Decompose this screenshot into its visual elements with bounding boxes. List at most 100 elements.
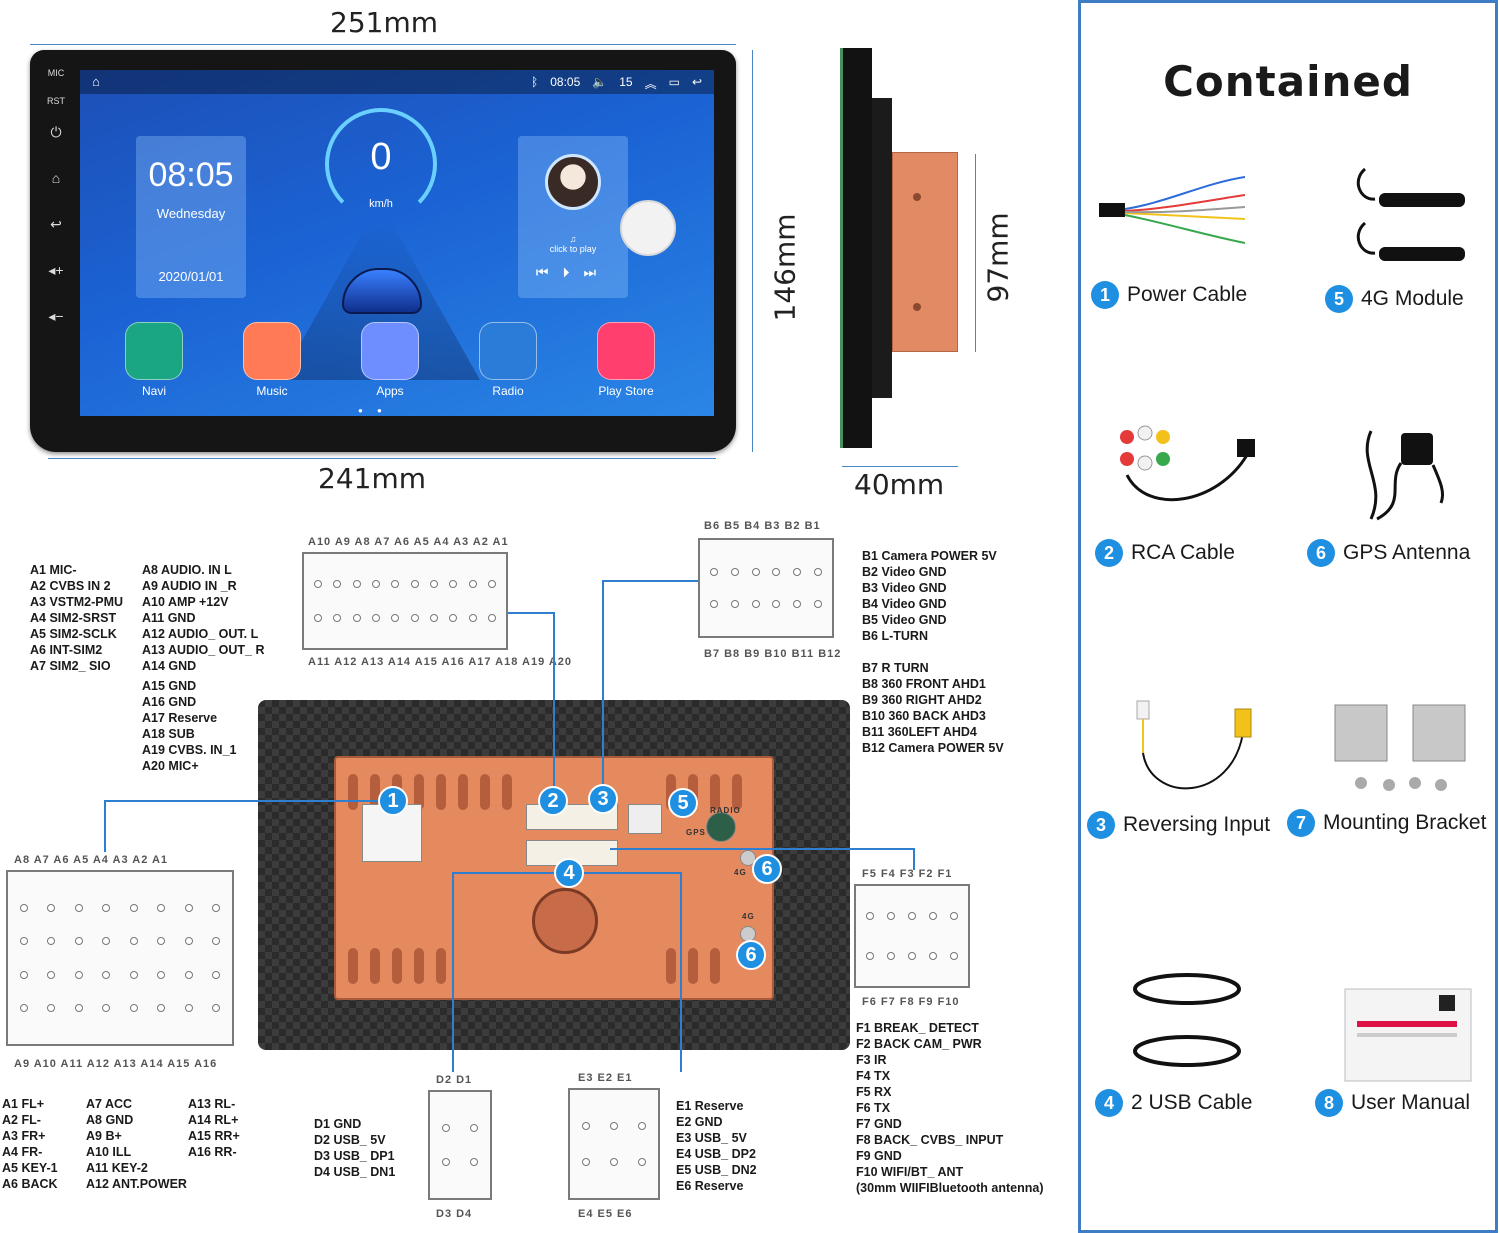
home-icon[interactable]: ⌂ (92, 74, 100, 89)
connector-pin (470, 1124, 478, 1132)
head-unit-front: MIC RST ⏻ ⌂ ↩ ◂+ ◂− ⌂ ᛒ 08:05 🔈 15 ︽ ▭ ↩… (30, 50, 736, 452)
home-icon[interactable]: ⌂ (51, 170, 61, 186)
connector-pin (47, 937, 56, 946)
status-volume: 15 (619, 75, 633, 89)
app-navi[interactable]: Navi (124, 322, 184, 398)
connector-pin (102, 904, 111, 912)
previous-icon[interactable]: ⏮ (535, 264, 563, 280)
power-icon[interactable]: ⏻ (50, 124, 62, 140)
clock-date: 2020/01/01 (158, 269, 224, 284)
volume-icon: 🔈 (592, 75, 608, 89)
connector-pin (866, 912, 874, 920)
back-icon[interactable]: ↩ (50, 216, 62, 232)
vent-slot (666, 948, 676, 984)
vol-down-icon[interactable]: ◂− (48, 308, 64, 324)
vent-slot (458, 774, 468, 810)
pin-list-a-1: A1 MIC- A2 CVBS IN 2 A3 VSTM2-PMU A4 SIM… (30, 563, 124, 673)
connector-pin (410, 614, 419, 622)
status-bar: ⌂ ᛒ 08:05 🔈 15 ︽ ▭ ↩ (80, 70, 714, 94)
recent-apps-icon[interactable]: ▭ (668, 75, 680, 89)
contained-item: 7 Mounting Bracket (1287, 809, 1486, 837)
vent-slot (502, 774, 512, 810)
vent-slot (710, 774, 720, 810)
user-manual-icon (1343, 985, 1473, 1085)
connector-pin (47, 970, 56, 979)
optical-port (628, 804, 662, 834)
connector-pin (610, 1122, 618, 1130)
connector-pin (582, 1158, 590, 1166)
rst-button[interactable]: RST (47, 96, 65, 106)
connector-pin (74, 937, 83, 946)
connector-pin (908, 952, 916, 960)
robot-assistant-icon[interactable] (620, 200, 676, 256)
callout-2: 2 (538, 786, 568, 816)
connector-pin (157, 937, 166, 946)
pin-list-a-2: A8 AUDIO. IN L A9 AUDIO IN _R A10 AMP +1… (142, 563, 265, 673)
connector-pin (157, 904, 166, 912)
connector-pin (582, 1122, 590, 1130)
connector-pin (814, 568, 822, 576)
connector-pin (102, 1004, 111, 1012)
app-music[interactable]: Music (242, 322, 302, 398)
app-play-store[interactable]: Play Store (596, 322, 656, 398)
contained-item: 6 GPS Antenna (1307, 539, 1470, 567)
connector-pin (470, 1158, 478, 1166)
connector-pin (74, 904, 83, 912)
connector-b-top-labels: B6 B5 B4 B3 B2 B1 (704, 520, 821, 532)
front-height-label: 146mm (768, 213, 802, 322)
wire (680, 872, 682, 1072)
connector-pin (47, 904, 56, 912)
callout-1: 1 (378, 786, 408, 816)
screen-width-dimension-line (48, 458, 716, 459)
front-width-label: 251mm (330, 6, 438, 39)
music-hint: ♫click to play (549, 234, 597, 254)
wire (104, 800, 394, 802)
callout-6b: 6 (736, 940, 766, 970)
screen: ⌂ ᛒ 08:05 🔈 15 ︽ ▭ ↩ 08:05 Wednesday 202… (80, 70, 714, 416)
connector-pin (102, 937, 111, 946)
clock-widget[interactable]: 08:05 Wednesday 2020/01/01 (136, 136, 246, 298)
app-radio[interactable]: Radio (478, 322, 538, 398)
connector-pin (20, 904, 28, 912)
connector-e-bottom-labels: E4 E5 E6 (578, 1208, 633, 1220)
connector-pin (430, 580, 438, 588)
connector-pin (391, 580, 400, 588)
pin-list-e: E1 Reserve E2 GND E3 USB_ 5V E4 USB_ DP2… (676, 1099, 757, 1193)
side-view-body (872, 98, 892, 398)
connector-pin (442, 1158, 450, 1166)
app-apps[interactable]: Apps (360, 322, 420, 398)
connector-pin (468, 580, 477, 588)
music-widget[interactable]: ♫click to play ⏮⏵⏭ (518, 136, 628, 298)
connector-d-top-labels: D2 D1 (436, 1074, 473, 1086)
next-icon[interactable]: ⏭ (583, 264, 611, 280)
connector-pin (372, 614, 380, 622)
back-icon[interactable]: ↩ (691, 75, 702, 89)
music-controls: ⏮⏵⏭ (518, 264, 628, 281)
connector-pin (212, 970, 220, 979)
speed-value: 0 (370, 136, 392, 178)
connector-pin (314, 614, 322, 622)
vent-slot (348, 774, 358, 810)
connector-pin (129, 937, 138, 946)
connector-pin (20, 937, 28, 946)
chevron-up-icon[interactable]: ︽ (644, 77, 657, 91)
pin-list-d: D1 GND D2 USB_ 5V D3 USB_ DP1 D4 USB_ DN… (314, 1117, 396, 1179)
connector-pin (950, 912, 958, 920)
usb-cable-icon (1127, 965, 1257, 1075)
connector-a-bottom-labels: A11 A12 A13 A14 A15 A16 A17 A18 A19 A20 (308, 656, 573, 668)
side-view-face (840, 48, 872, 448)
pin-list-f: F1 BREAK_ DETECT F2 BACK CAM_ PWR F3 IR … (856, 1021, 1044, 1195)
connector-pin (184, 1004, 193, 1012)
connector-pin (129, 970, 138, 979)
connector-d-bottom-labels: D3 D4 (436, 1208, 473, 1220)
callout-5: 5 (668, 788, 698, 818)
map-pin-icon (125, 322, 183, 380)
connector-pin (710, 600, 718, 608)
car-icon (342, 268, 422, 314)
vol-up-icon[interactable]: ◂+ (48, 262, 64, 278)
connector-pin (333, 580, 342, 588)
connector-a (302, 552, 508, 650)
connector-pin (866, 952, 874, 960)
4g-port-label: 4G (734, 868, 747, 877)
play-icon[interactable]: ⏵ (562, 264, 584, 280)
